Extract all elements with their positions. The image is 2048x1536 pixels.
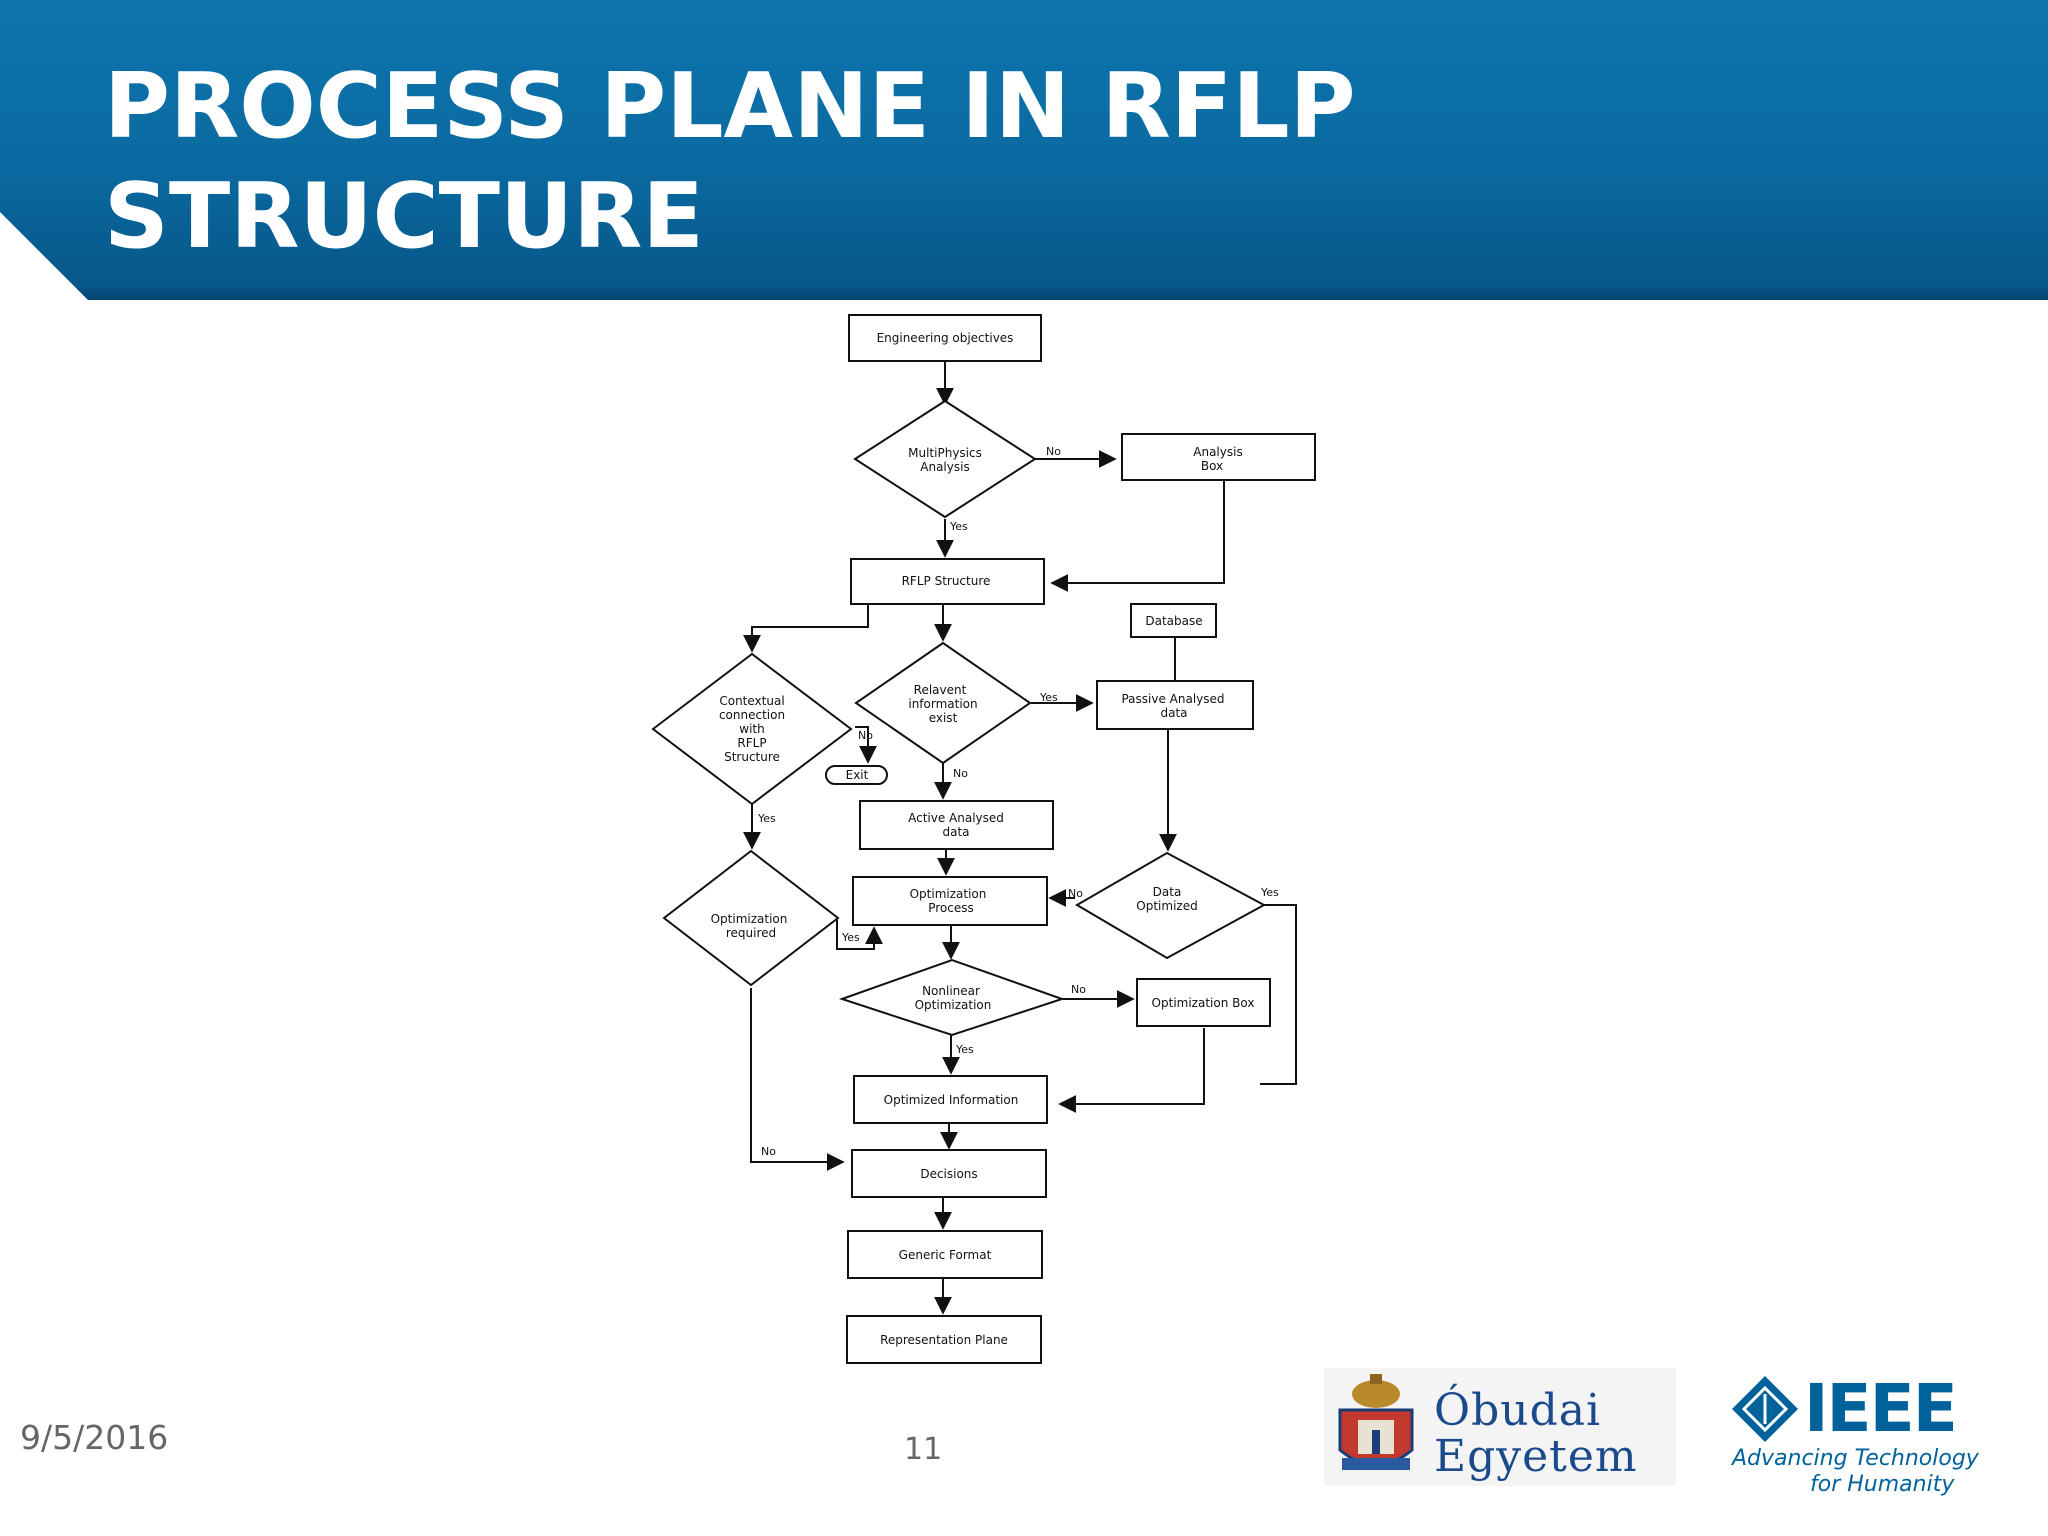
ieee-tagline-line2: for Humanity: [1810, 1472, 1955, 1497]
label-contextual-line1: Contextual: [719, 694, 784, 708]
label-analysis-box-line2: Box: [1201, 459, 1223, 473]
edge-label-nonlinear-no: No: [1071, 983, 1086, 996]
node-representation-plane: [846, 1315, 1042, 1364]
label-relevant-line1: Relavent: [914, 683, 967, 697]
label-opt-process-line2: Process: [928, 901, 974, 915]
edge-label-data-optimized-no: No: [1068, 887, 1083, 900]
label-exit: Exit: [846, 768, 869, 782]
label-data-optimized-line1: Data: [1153, 885, 1182, 899]
label-contextual-line2: connection: [719, 708, 785, 722]
node-decisions: [851, 1149, 1047, 1198]
node-active-analysed-data: [859, 800, 1054, 850]
node-optimization-box: [1136, 978, 1271, 1027]
label-representation-plane: Representation Plane: [880, 1333, 1008, 1347]
node-database: [1130, 603, 1217, 638]
ieee-wordmark: IEEE: [1804, 1370, 1958, 1447]
university-seal-icon: [1338, 1374, 1414, 1470]
ieee-tagline-line1: Advancing Technology: [1732, 1446, 1979, 1471]
label-optimization-box: Optimization Box: [1152, 996, 1255, 1010]
node-engineering-objectives: [848, 314, 1042, 362]
page-number: 11: [904, 1432, 943, 1467]
label-active-line1: Active Analysed: [908, 811, 1004, 825]
ieee-diamond-icon: [1732, 1376, 1798, 1442]
node-passive-analysed-data: [1096, 680, 1254, 730]
node-generic-format: [847, 1230, 1043, 1279]
label-database: Database: [1145, 614, 1202, 628]
decision-contextual-connection: [651, 652, 853, 806]
label-passive-line2: data: [1160, 706, 1187, 720]
footer-date: 9/5/2016: [20, 1418, 169, 1457]
decision-multiphysics-analysis: [853, 399, 1037, 519]
label-opt-required-line2: required: [726, 926, 776, 940]
label-opt-process-line1: Optimization: [910, 887, 987, 901]
label-multiphysics-line2: Analysis: [920, 460, 969, 474]
label-analysis-box-line1: Analysis: [1193, 445, 1242, 459]
decision-optimization-required: [662, 849, 840, 987]
obuda-line2: Egyetem: [1434, 1431, 1638, 1482]
node-optimized-information: [853, 1075, 1048, 1124]
label-engineering-objectives: Engineering objectives: [877, 331, 1014, 345]
header-band: [0, 0, 2048, 300]
node-optimization-process: [852, 876, 1048, 926]
flow-connectors: [743, 362, 1297, 1315]
label-multiphysics-line1: MultiPhysics: [908, 446, 982, 460]
label-decisions: Decisions: [920, 1167, 977, 1181]
label-relevant-line2: information: [908, 697, 977, 711]
obuda-egyetem-logo: Óbudai Egyetem: [1324, 1368, 1676, 1486]
label-contextual-line3: with: [739, 722, 764, 736]
edge-label-data-optimized-yes: Yes: [1260, 886, 1279, 899]
edge-label-multiphysics-yes: Yes: [949, 520, 968, 533]
label-rflp-structure: RFLP Structure: [902, 574, 991, 588]
edge-label-multiphysics-no: No: [1046, 445, 1061, 458]
edge-label-opt-required-yes: Yes: [841, 931, 860, 944]
edge-label-opt-required-no: No: [761, 1145, 776, 1158]
edge-label-contextual-yes: Yes: [757, 812, 776, 825]
slide-title: PROCESS PLANE IN RFLP STRUCTURE: [104, 52, 1604, 272]
label-passive-line1: Passive Analysed: [1121, 692, 1224, 706]
edge-label-relevant-yes: Yes: [1039, 691, 1058, 704]
label-data-optimized-line2: Optimized: [1136, 899, 1197, 913]
label-generic-format: Generic Format: [899, 1248, 992, 1262]
node-exit: [825, 765, 888, 785]
label-relevant-line3: exist: [929, 711, 958, 725]
label-active-line2: data: [942, 825, 969, 839]
decision-data-optimized: [1075, 851, 1267, 960]
label-opt-required-line1: Optimization: [711, 912, 788, 926]
label-optimized-information: Optimized Information: [884, 1093, 1019, 1107]
slide-title-line1: PROCESS PLANE IN RFLP: [104, 54, 1356, 159]
decision-nonlinear-optimization: [838, 958, 1066, 1037]
label-nonlinear-line2: Optimization: [915, 998, 992, 1012]
decision-relevant-information: [854, 641, 1032, 765]
obuda-line1: Óbudai: [1434, 1385, 1602, 1436]
node-analysis-box: [1121, 433, 1316, 481]
edge-label-relevant-no: No: [953, 767, 968, 780]
label-contextual-line5: Structure: [724, 750, 780, 764]
label-contextual-line4: RFLP: [737, 736, 766, 750]
node-rflp-structure: [850, 558, 1045, 605]
edge-label-nonlinear-yes: Yes: [955, 1043, 974, 1056]
ieee-logo: IEEE Advancing Technology for Humanity: [1722, 1370, 1979, 1500]
obuda-wordmark: Óbudai Egyetem: [1434, 1388, 1638, 1480]
edge-label-contextual-no: No: [858, 729, 873, 742]
label-nonlinear-line1: Nonlinear: [922, 984, 980, 998]
slide-title-line2: STRUCTURE: [104, 164, 704, 269]
